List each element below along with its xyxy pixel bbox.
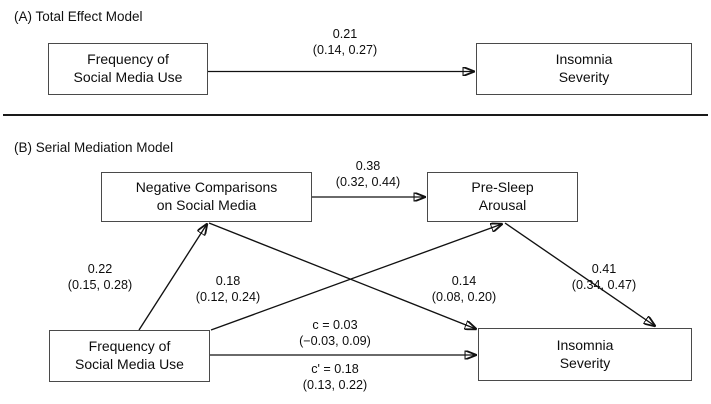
- node-label-line-2: Arousal: [478, 197, 527, 213]
- node-label-line-2: on Social Media: [156, 197, 257, 213]
- node-label-line-2: Severity: [559, 354, 611, 371]
- edge-panel-b-m1-to-y: [208, 222, 476, 329]
- path-estimate: 0.22: [87, 262, 113, 276]
- node-label-line-2: Social Media Use: [73, 69, 183, 85]
- panel-b-node-negative-comparisons-on-social-media: Negative Comparisons on Social Media: [101, 172, 312, 222]
- panel-b-path-label-x-to-m2: 0.14 (0.08, 0.20): [402, 273, 526, 305]
- panel-a-title: (A) Total Effect Model: [14, 9, 143, 24]
- path-confidence-interval: (−0.03, 0.09): [299, 334, 371, 349]
- panel-b-path-label-m2-to-y: 0.41 (0.34, 0.47): [542, 261, 666, 293]
- path-confidence-interval: (0.12, 0.24): [195, 290, 261, 305]
- edge-panel-b-x-to-m2: [210, 224, 502, 331]
- path-estimate: 0.41: [591, 262, 617, 276]
- path-estimate: 0.38: [355, 159, 381, 173]
- node-label-line-2: Severity: [558, 69, 610, 85]
- panel-b-path-label-x-to-m1: 0.22 (0.15, 0.28): [38, 261, 162, 293]
- path-confidence-interval: (0.34, 0.47): [571, 278, 637, 293]
- node-label-line-1: Insomnia: [555, 51, 613, 68]
- path-estimate: 0.18: [215, 274, 241, 288]
- edge-panel-b-m2-to-y: [504, 222, 655, 326]
- panel-b-title: (B) Serial Mediation Model: [14, 140, 174, 155]
- path-estimate: c' = 0.18: [311, 362, 359, 376]
- node-label-line-1: Negative Comparisons: [135, 179, 278, 196]
- path-confidence-interval: (0.08, 0.20): [431, 290, 497, 305]
- path-estimate: 0.14: [451, 274, 477, 288]
- path-confidence-interval: (0.13, 0.22): [302, 378, 368, 393]
- panel-a-node-frequency-of-social-media-use: Frequency of Social Media Use: [48, 43, 208, 95]
- path-confidence-interval: (0.32, 0.44): [335, 175, 401, 190]
- panel-b-path-label-total-effect-c: c = 0.03 (−0.03, 0.09): [273, 317, 397, 349]
- panel-divider: [3, 114, 708, 117]
- panel-a-node-insomnia-severity: Insomnia Severity: [476, 43, 692, 95]
- path-confidence-interval: (0.15, 0.28): [67, 278, 133, 293]
- node-label-line-1: Insomnia: [556, 336, 614, 353]
- node-label-line-1: Frequency of: [87, 51, 169, 68]
- node-label-line-1: Frequency of: [88, 338, 171, 355]
- panel-b-node-frequency-of-social-media-use: Frequency of Social Media Use: [49, 330, 210, 382]
- panel-b-path-label-direct-effect-c-prime: c' = 0.18 (0.13, 0.22): [273, 361, 397, 393]
- panel-b-node-pre-sleep-arousal: Pre-Sleep Arousal: [427, 172, 578, 222]
- node-label-line-2: Social Media Use: [75, 356, 184, 372]
- edge-panel-b-x-to-m1: [138, 224, 207, 331]
- panel-b-path-label-m1-to-m2: 0.38 (0.32, 0.44): [306, 158, 430, 190]
- path-estimate: c = 0.03: [312, 318, 358, 332]
- path-confidence-interval: (0.14, 0.27): [312, 43, 378, 58]
- node-label-line-1: Pre-Sleep: [471, 179, 534, 196]
- path-estimate: 0.21: [332, 27, 358, 41]
- panel-b-node-insomnia-severity: Insomnia Severity: [478, 328, 692, 381]
- panel-b-path-label-m1-to-y: 0.18 (0.12, 0.24): [166, 273, 290, 305]
- panel-a-path-label-total-effect: 0.21 (0.14, 0.27): [283, 26, 407, 58]
